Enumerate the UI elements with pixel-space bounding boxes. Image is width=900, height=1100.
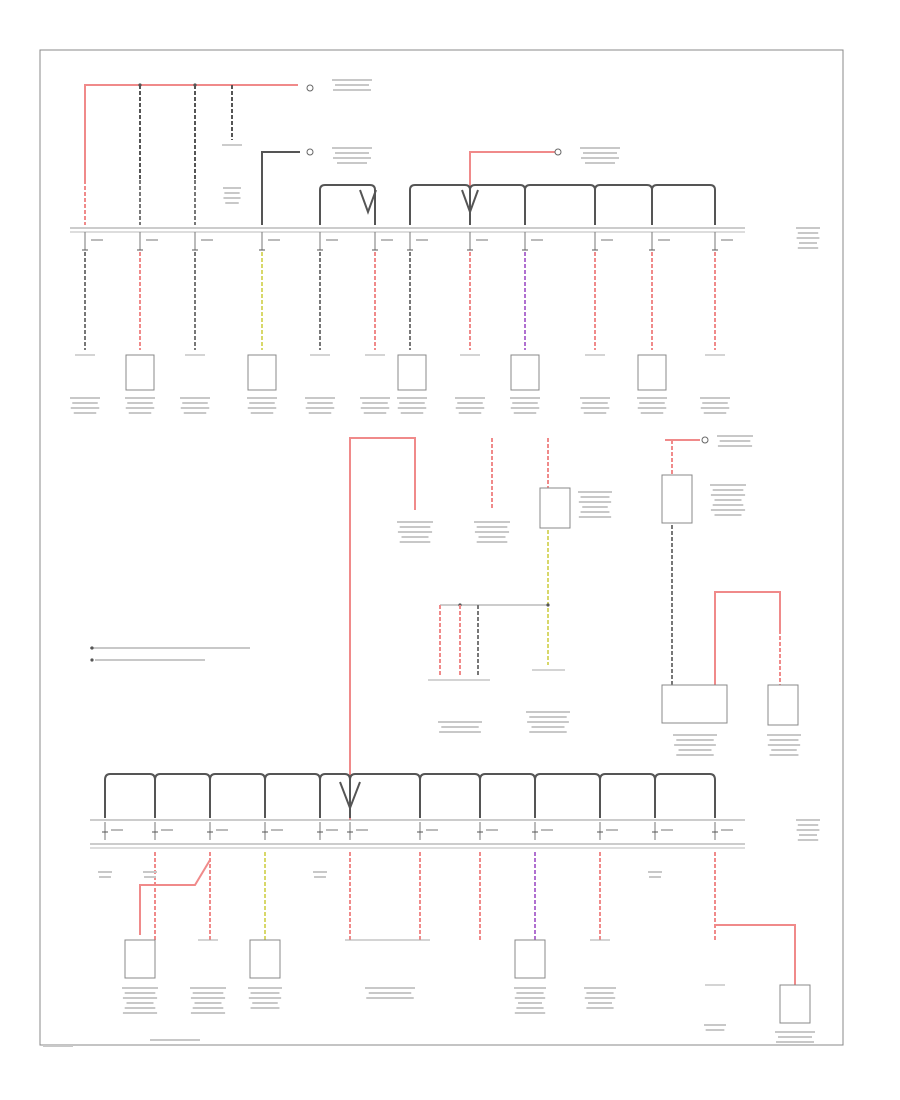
component-top-7 bbox=[397, 354, 427, 391]
ground-reference-symbol bbox=[306, 84, 314, 92]
splice-dot bbox=[546, 603, 550, 607]
fuse-link-top-0 bbox=[319, 184, 376, 225]
component-top-2 bbox=[125, 354, 155, 391]
component-bottom-3 bbox=[249, 939, 281, 979]
fuse-link-bottom-10 bbox=[654, 773, 716, 818]
right-module-box bbox=[661, 474, 693, 524]
wire-bottom-jumper bbox=[139, 859, 211, 935]
component-bottom-7 bbox=[779, 984, 811, 1024]
component-top-9 bbox=[510, 354, 540, 391]
component-top-4 bbox=[247, 354, 277, 391]
component-top-11 bbox=[637, 354, 667, 391]
wire-right-red-loop bbox=[714, 591, 781, 685]
component-bottom-1 bbox=[124, 939, 156, 979]
fuse-notch-bottom bbox=[339, 781, 361, 811]
component-bottom-4 bbox=[514, 939, 546, 979]
fuse-link-top-5 bbox=[651, 184, 716, 225]
battery-feed-wire bbox=[84, 84, 298, 180]
lumbar-box bbox=[767, 684, 799, 726]
fuse-notch-top-1 bbox=[359, 189, 377, 215]
splice-dot bbox=[90, 658, 94, 662]
fuse-notch-top-2 bbox=[461, 189, 479, 215]
wire-fuse-4-feed bbox=[261, 151, 300, 225]
power-seat-box bbox=[661, 684, 728, 724]
passenger-module-box bbox=[539, 487, 571, 529]
reference-symbol-3 bbox=[554, 148, 562, 156]
splice-dot bbox=[90, 646, 94, 650]
diagram-frame bbox=[39, 49, 844, 1046]
reference-symbol-4 bbox=[701, 436, 709, 444]
reference-symbol-2 bbox=[306, 148, 314, 156]
